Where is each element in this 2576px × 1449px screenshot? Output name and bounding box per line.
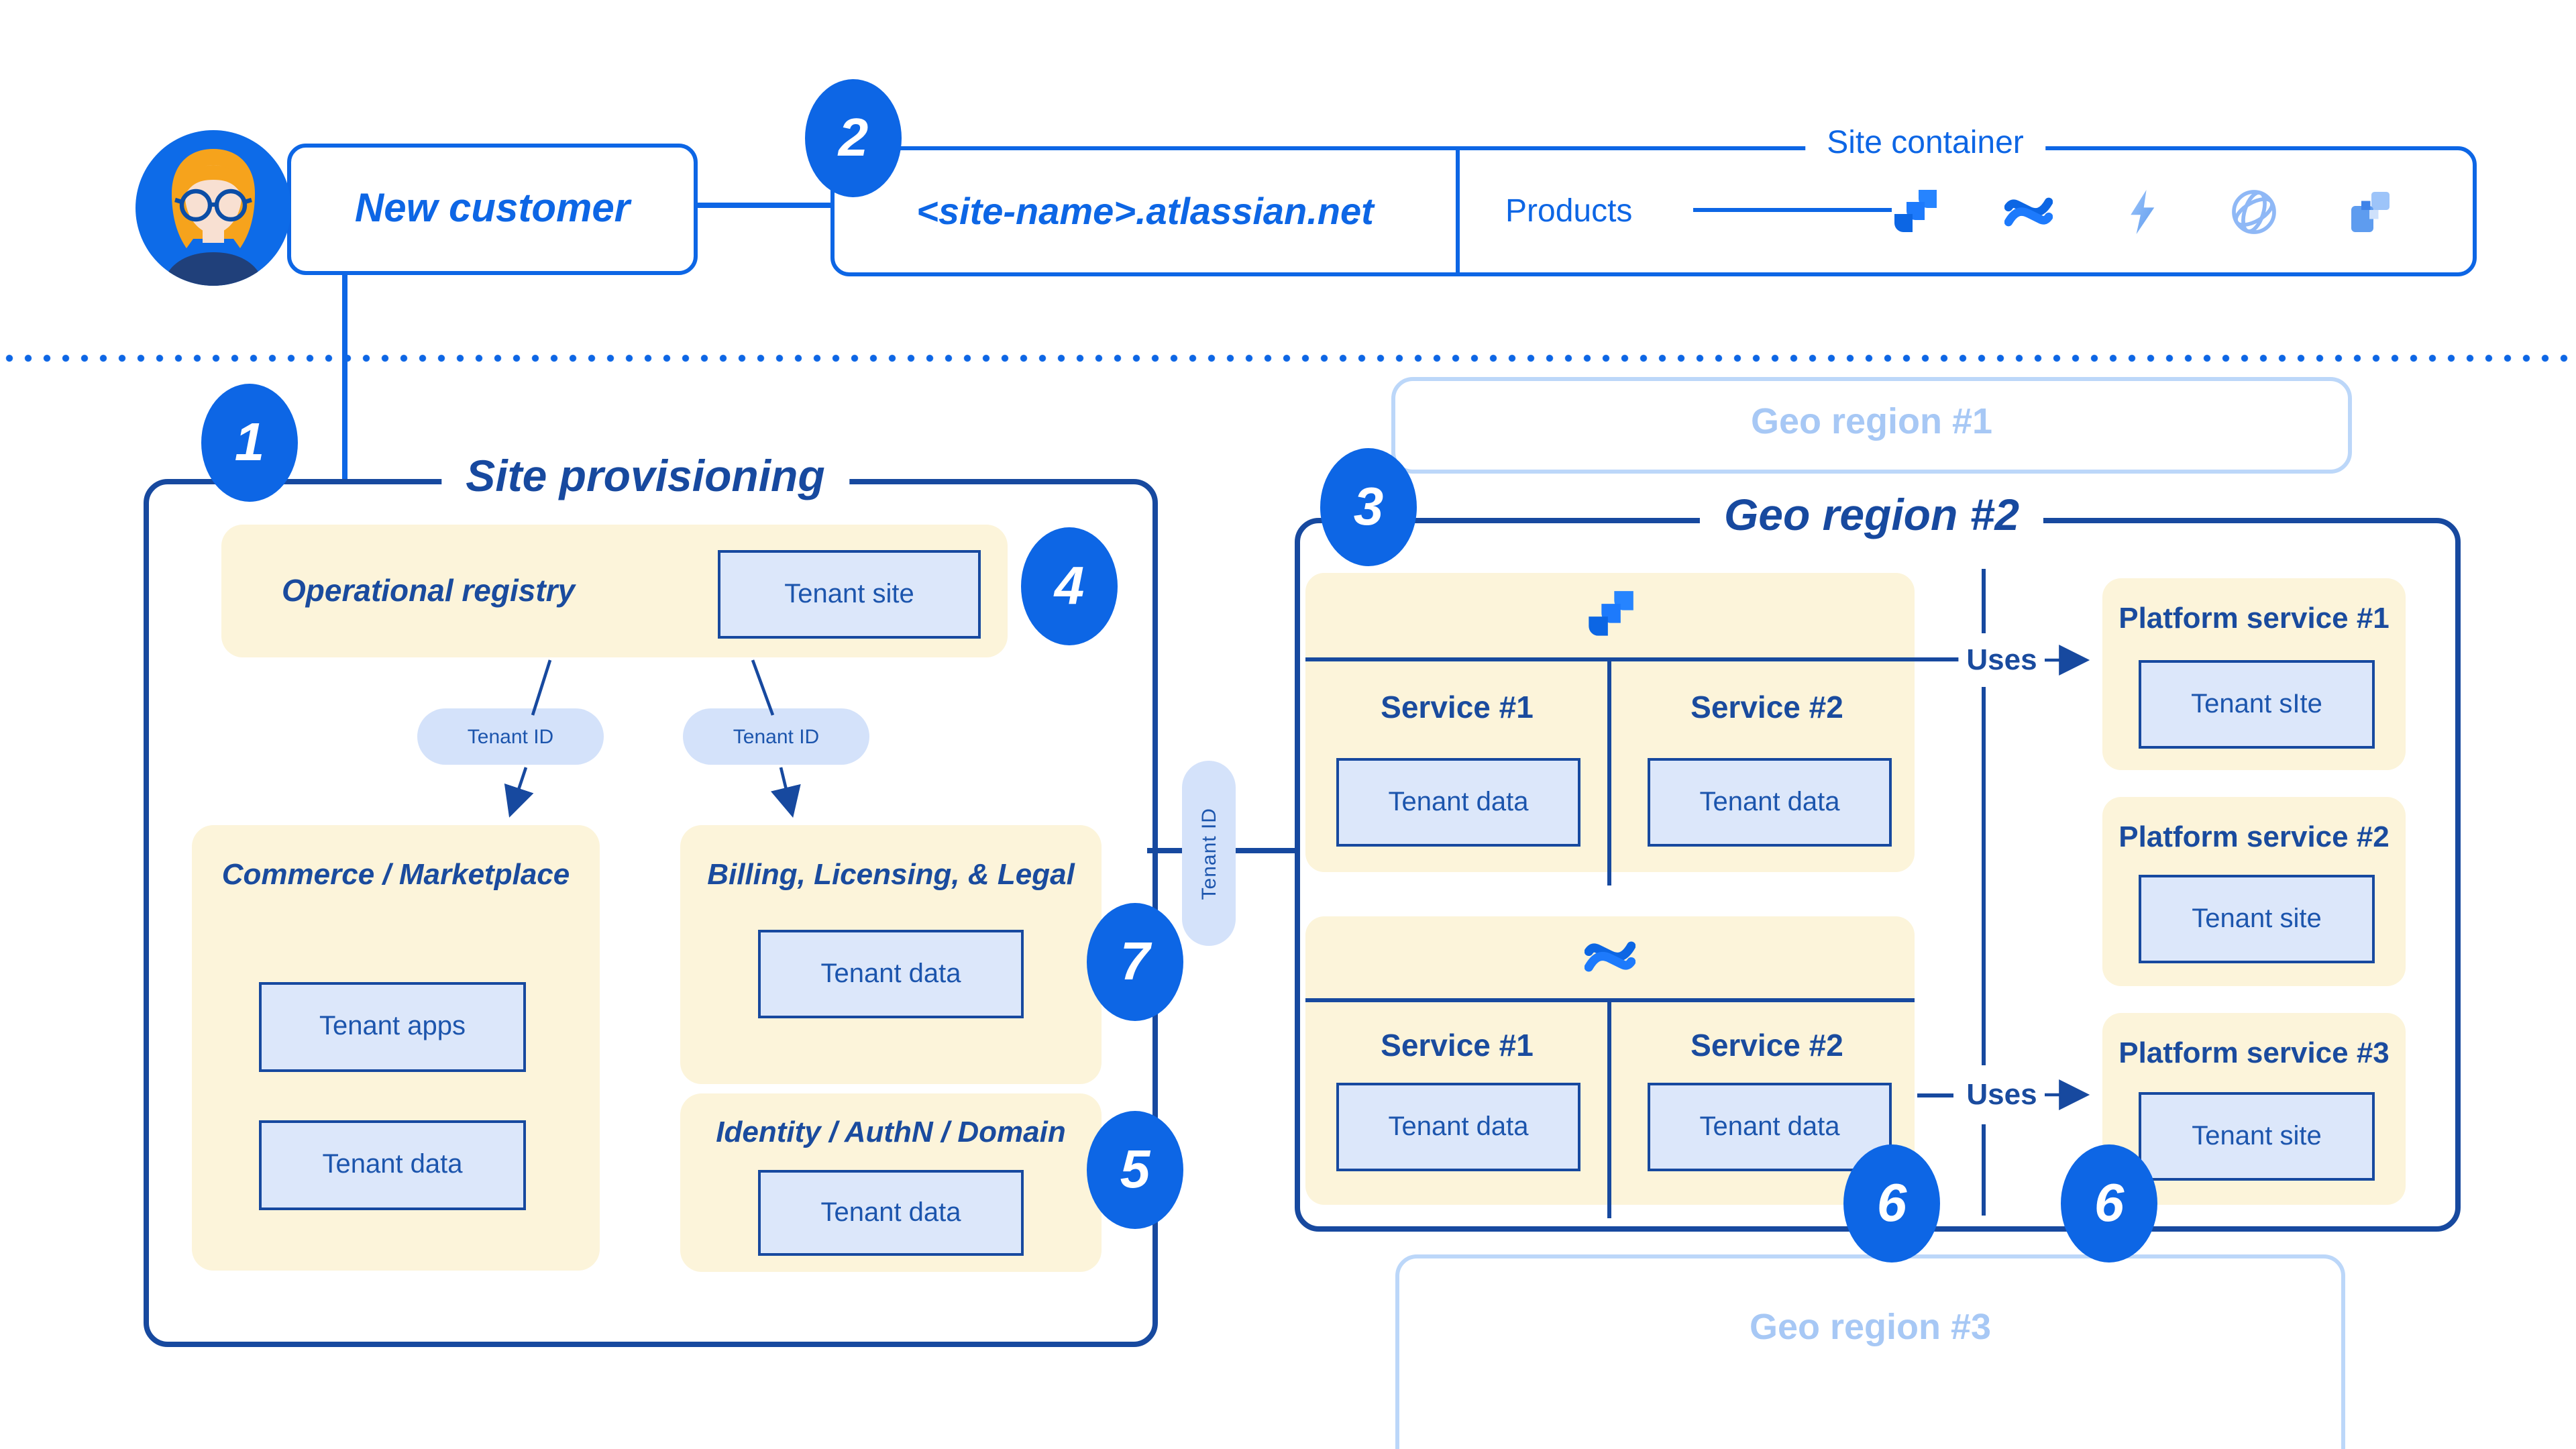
confluence-icon [1585, 931, 1635, 982]
step-badge-6a: 6 [1843, 1144, 1940, 1263]
geo-region-3-title: Geo region #3 [1749, 1307, 1992, 1347]
step-badge-2: 2 [805, 79, 902, 197]
tenant-id-pill-1: Tenant ID [417, 708, 604, 765]
step-badge-6b: 6 [2061, 1144, 2157, 1263]
confluence-services-middle-divider [1607, 998, 1611, 1218]
geo2-inner-divider-top [1982, 569, 1985, 633]
bolt-icon [2120, 188, 2168, 236]
jira-service-2-label: Service #2 [1690, 690, 1843, 724]
geo2-inner-divider-middle [1982, 687, 1985, 1065]
new-customer-box: New customer [287, 144, 698, 275]
confluence-service-2-tenant-data-box: Tenant data [1648, 1083, 1892, 1171]
site-container-box: Site container <site-name>.atlassian.net… [830, 125, 2477, 276]
customer-to-site-connector [690, 203, 835, 207]
tenant-site-box: Tenant site [718, 550, 981, 639]
jira-service-2-tenant-data-box: Tenant data [1648, 758, 1892, 847]
billing-tenant-data-box: Tenant data [758, 930, 1024, 1018]
platform-service-1-title: Platform service #1 [2118, 601, 2390, 635]
uses-2-lead-line [1917, 1093, 1953, 1097]
operational-registry-title: Operational registry [282, 573, 576, 608]
platform-service-3-tenant-site-box: Tenant site [2139, 1092, 2375, 1181]
customer-avatar [133, 127, 294, 288]
tenant-id-vertical-pill: Tenant ID [1182, 761, 1236, 946]
jira-services-middle-divider [1607, 657, 1611, 885]
identity-authn-domain-title: Identity / AuthN / Domain [716, 1115, 1066, 1148]
geo-region-1-title: Geo region #1 [1750, 401, 1993, 441]
jira-service-1-tenant-data-box: Tenant data [1336, 758, 1580, 847]
globe-icon [2230, 188, 2278, 236]
confluence-service-1-tenant-data-box: Tenant data [1336, 1083, 1580, 1171]
jira-icon [1890, 188, 1939, 236]
jira-icon [1585, 589, 1635, 640]
commerce-tenant-data-box: Tenant data [259, 1120, 526, 1210]
site-container-divider [1456, 150, 1460, 272]
geo-region-2-title: Geo region #2 [1699, 490, 2044, 541]
uses-label-2: Uses [1958, 1077, 2045, 1112]
step-badge-7: 7 [1087, 903, 1183, 1021]
step-badge-1: 1 [201, 384, 298, 502]
tenant-id-pill-2: Tenant ID [683, 708, 869, 765]
geo-region-1-box: Geo region #1 [1391, 377, 2352, 474]
step-badge-5: 5 [1087, 1111, 1183, 1229]
new-customer-label: New customer [354, 186, 631, 231]
products-connector-line [1693, 208, 1892, 211]
platform-service-2-tenant-site-box: Tenant site [2139, 875, 2375, 963]
dotted-separator-line [0, 354, 2576, 362]
billing-licensing-legal-title: Billing, Licensing, & Legal [707, 857, 1075, 891]
confluence-icon [2004, 188, 2053, 236]
site-provisioning-title: Site provisioning [441, 451, 849, 502]
tenant-apps-box: Tenant apps [259, 982, 526, 1072]
identity-tenant-data-box: Tenant data [758, 1170, 1024, 1256]
customer-to-provisioning-line [342, 267, 347, 482]
blocks-icon [2345, 188, 2394, 236]
step-badge-3: 3 [1320, 448, 1417, 566]
products-label: Products [1505, 193, 1633, 229]
uses-label-1: Uses [1958, 643, 2045, 678]
platform-service-1-tenant-site-box: Tenant sIte [2139, 660, 2375, 749]
confluence-service-1-label: Service #1 [1381, 1028, 1534, 1063]
commerce-marketplace-title: Commerce / Marketplace [221, 857, 570, 891]
geo-region-3-box: Geo region #3 [1395, 1254, 2345, 1449]
platform-service-3-title: Platform service #3 [2118, 1036, 2390, 1069]
step-badge-4: 4 [1021, 527, 1118, 645]
jira-services-divider [1305, 657, 1959, 661]
site-container-title: Site container [1805, 125, 2045, 162]
site-url-label: <site-name>.atlassian.net [916, 190, 1374, 231]
geo2-inner-divider-bottom [1982, 1124, 1985, 1216]
jira-service-1-label: Service #1 [1381, 690, 1534, 724]
confluence-service-2-label: Service #2 [1690, 1028, 1843, 1063]
billing-licensing-legal-box: Billing, Licensing, & Legal [680, 825, 1102, 1084]
platform-service-2-title: Platform service #2 [2118, 820, 2390, 853]
